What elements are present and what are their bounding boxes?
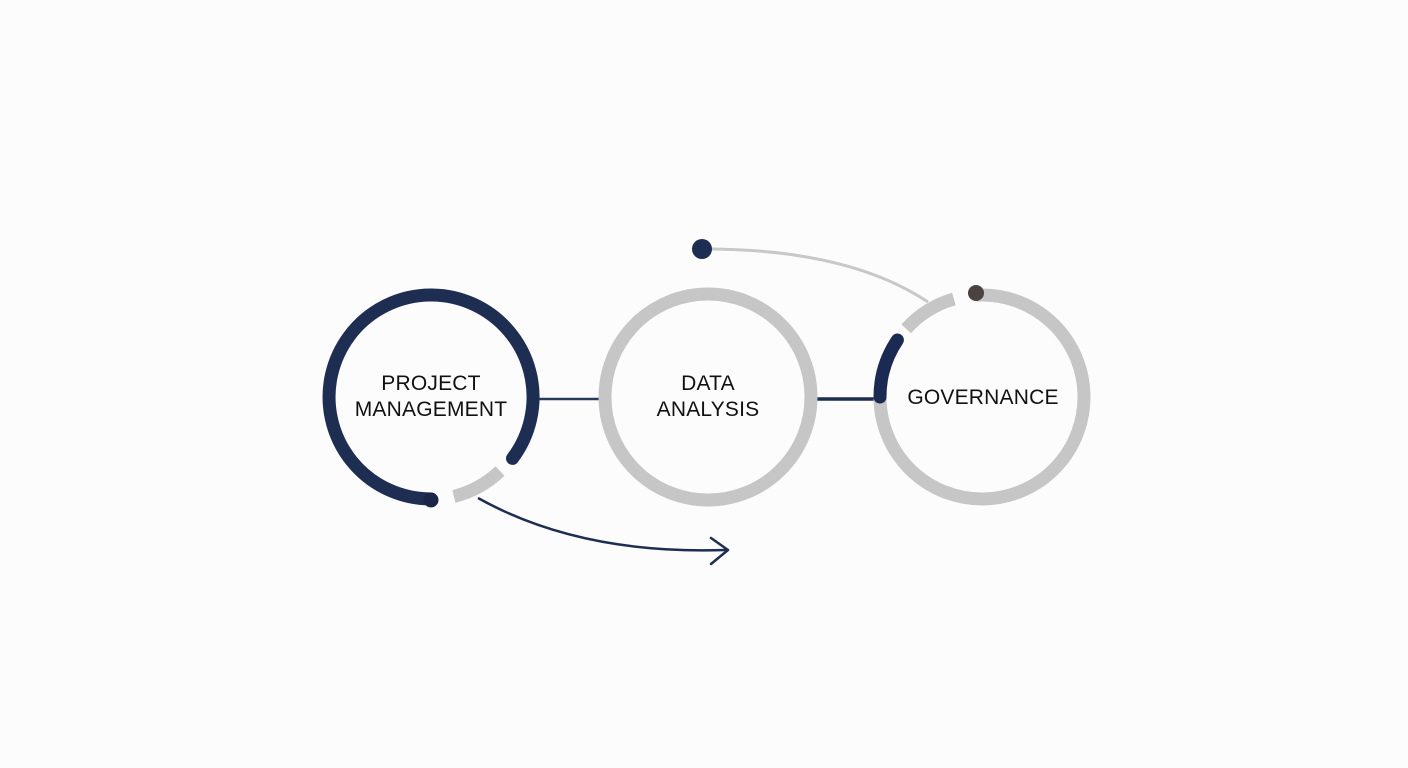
- feedback-start-dot: [692, 239, 712, 259]
- node-label-line2: MANAGEMENT: [354, 398, 508, 421]
- project-management-dot: [423, 492, 439, 508]
- node-project-management: PROJECT MANAGEMENT: [355, 371, 508, 423]
- feedback-curve: [709, 247, 929, 304]
- governance-ring: [873, 288, 1091, 506]
- node-label-line1: GOVERNANCE: [907, 386, 1059, 409]
- arrowhead-icon: [709, 536, 730, 566]
- project-management-ring-segment: [452, 466, 505, 503]
- node-governance: GOVERNANCE: [907, 385, 1058, 411]
- project-management-ring-progress: [322, 288, 540, 506]
- data-analysis-ring: [598, 287, 818, 507]
- node-label-line2: ANALYSIS: [656, 398, 760, 421]
- governance-dot: [968, 285, 984, 301]
- node-data-analysis: DATA ANALYSIS: [657, 371, 760, 423]
- governance-ring-segment: [901, 292, 956, 334]
- governance-ring-progress: [873, 333, 904, 404]
- node-label-line1: DATA: [681, 372, 735, 395]
- node-label-line1: PROJECT: [381, 372, 481, 395]
- flow-arrow: [477, 496, 727, 552]
